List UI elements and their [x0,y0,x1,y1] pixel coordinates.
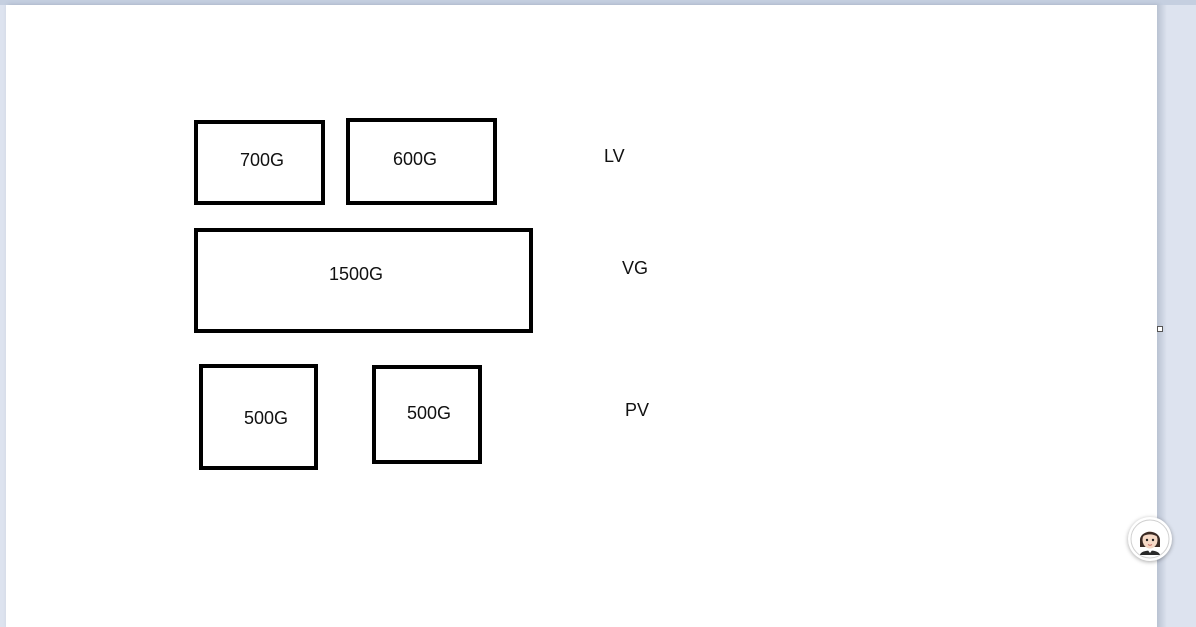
canvas-edge-shadow [1157,5,1167,627]
vg-box-1500g-label: 1500G [329,264,384,284]
pv-box-500g-1-label: 500G [244,408,289,428]
lv-row-label: LV [604,146,625,166]
lv-box-700g-label: 700G [240,150,285,170]
avatar-icon [1130,519,1170,559]
lv-box-600g [346,118,497,205]
top-strip [0,0,1196,5]
resize-handle[interactable] [1157,326,1163,332]
vg-row-label: VG [622,258,649,278]
lv-box-700g [194,120,325,205]
lv-box-600g-label: 600G [393,149,438,169]
pv-row-label: PV [625,400,650,420]
pv-box-500g-1 [199,364,318,470]
drawing-canvas [6,5,1157,627]
assistant-avatar-button[interactable] [1128,517,1172,561]
pv-box-500g-2 [372,365,482,464]
vg-box-1500g [194,228,533,333]
pv-box-500g-2-label: 500G [407,403,452,423]
